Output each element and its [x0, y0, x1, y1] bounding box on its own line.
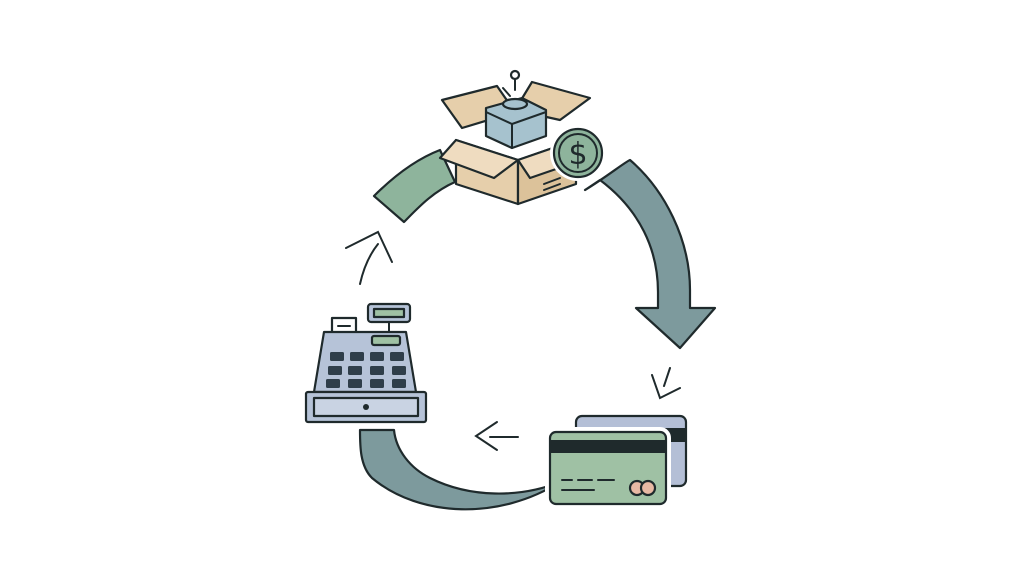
- arrow-register-to-box: [372, 148, 457, 224]
- small-arrow-to-register: [474, 421, 519, 451]
- dollar-symbol: $: [568, 137, 587, 172]
- credit-card-icon: [545, 414, 688, 509]
- arrow-cards-to-register: [358, 428, 562, 511]
- arrow-box-to-cards: [583, 158, 717, 350]
- cash-register-icon: [304, 302, 428, 424]
- small-arrow-to-box: [345, 230, 393, 285]
- open-box-icon: [438, 69, 592, 206]
- dashed-arrow-to-cards: [651, 367, 681, 400]
- dollar-coin-icon: $: [550, 125, 606, 181]
